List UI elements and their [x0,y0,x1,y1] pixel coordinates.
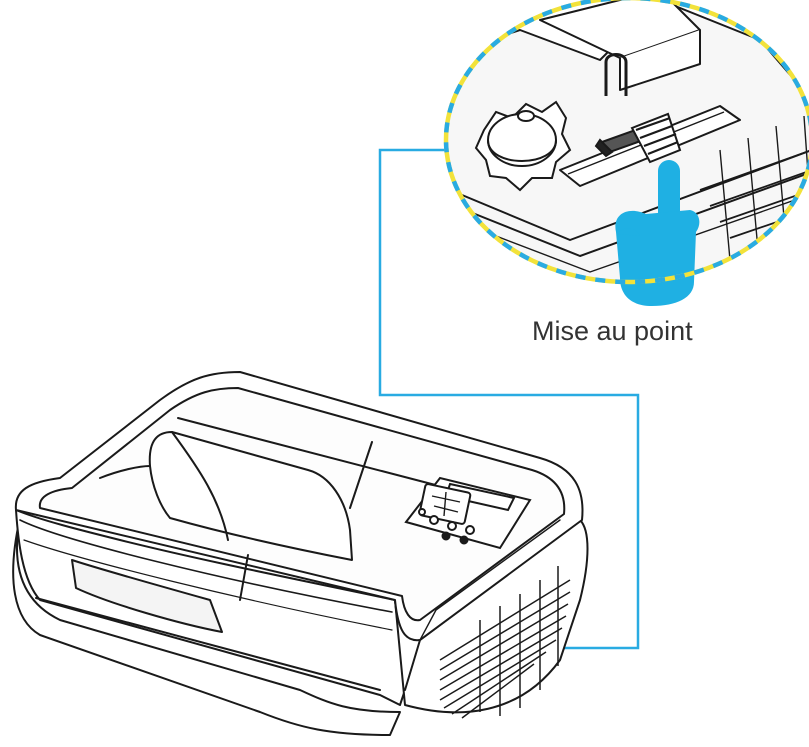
focus-callout [443,0,809,306]
control-panel [404,476,532,550]
callout-border-yellow [443,0,809,285]
focus-lever-icon [594,112,682,164]
lens-knob-icon [474,100,572,192]
focus-label: Mise au point [532,316,693,346]
side-vent-grille [439,566,571,719]
projector-body [12,371,589,736]
leader-line [378,148,640,650]
